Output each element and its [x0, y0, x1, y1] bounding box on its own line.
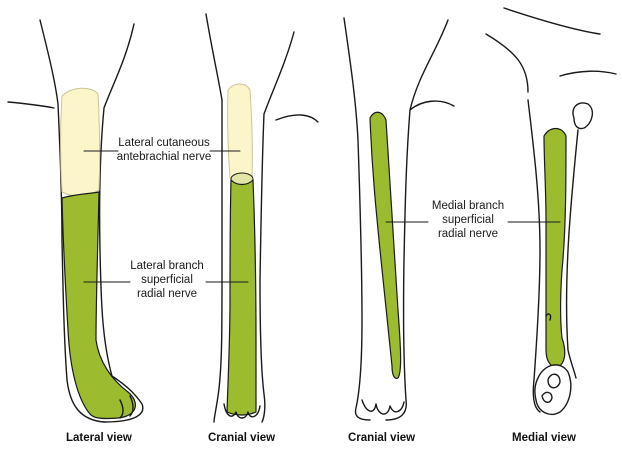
limb-3-toes: [362, 400, 404, 414]
label-line: Lateral branch: [126, 259, 208, 273]
view-title-cranial-2: Cranial view: [348, 432, 415, 444]
limb-4-outline-right: [567, 130, 579, 378]
limb-2-outline-right: [260, 32, 294, 422]
limb-4-paw: [535, 365, 571, 414]
label-line: Lateral cutaneous: [116, 136, 212, 150]
limb-4-outline-left: [528, 100, 540, 412]
limb-3-outline-left: [344, 18, 370, 420]
limb-1-outline-right: [100, 24, 143, 422]
limb-1-body-line: [8, 102, 54, 108]
limb-2-shoulder-line: [276, 115, 318, 122]
label-line: antebrachial nerve: [116, 150, 212, 164]
view-title-medial: Medial view: [512, 432, 576, 444]
limb-2-outline-left: [206, 14, 222, 422]
label-line: radial nerve: [426, 227, 510, 241]
limb-lateral-view: [8, 20, 143, 422]
view-title-lateral: Lateral view: [66, 432, 132, 444]
limb-3-radial-zone: [370, 112, 401, 378]
label-lateral-cutaneous-antebrachial-nerve: Lateral cutaneous antebrachial nerve: [116, 136, 212, 164]
label-line: Medial branch: [426, 199, 510, 213]
label-medial-branch-superficial-radial-nerve: Medial branch superficial radial nerve: [426, 199, 510, 241]
limb-cranial-view-1: [206, 14, 318, 422]
limb-1-cutaneous-zone: [61, 88, 100, 196]
limb-4-radial-zone: [544, 129, 566, 368]
label-lateral-branch-superficial-radial-nerve: Lateral branch superficial radial nerve: [126, 259, 208, 301]
limb-4-body-line-2: [486, 34, 528, 92]
label-line: superficial: [126, 273, 208, 287]
limb-3-shoulder-line: [410, 101, 454, 110]
limb-4-elbow: [573, 103, 592, 129]
limb-4-chest-line: [560, 71, 616, 76]
limb-2-cutaneous-zone: [228, 84, 253, 183]
label-line: radial nerve: [126, 287, 208, 301]
limb-2-radial-zone: [227, 180, 256, 415]
view-title-cranial-1: Cranial view: [208, 432, 275, 444]
label-line: superficial: [426, 213, 510, 227]
limb-4-body-line: [504, 8, 600, 34]
